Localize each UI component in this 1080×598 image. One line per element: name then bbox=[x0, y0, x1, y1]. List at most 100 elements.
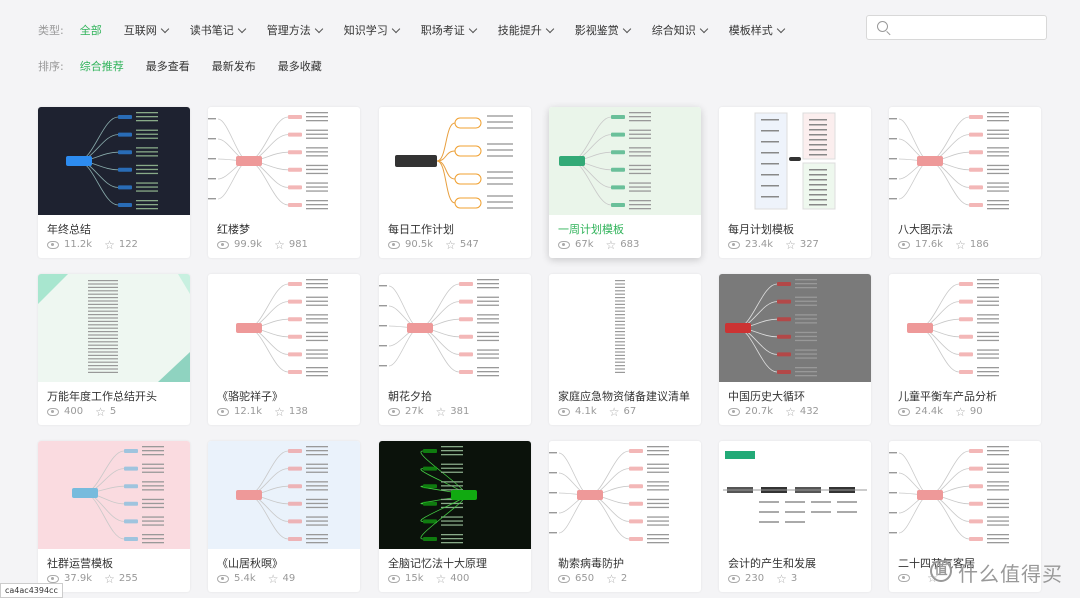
star-icon[interactable]: ☆ bbox=[435, 571, 447, 586]
star-icon[interactable]: ☆ bbox=[435, 404, 447, 419]
star-icon[interactable]: ☆ bbox=[785, 404, 796, 419]
category-management[interactable]: 管理方法 bbox=[267, 22, 323, 38]
template-title[interactable]: 朝花夕拾 bbox=[388, 390, 432, 403]
sort-most-viewed[interactable]: 最多查看 bbox=[145, 60, 190, 73]
star-icon[interactable]: ☆ bbox=[955, 237, 966, 252]
view-count: 15k bbox=[405, 573, 424, 584]
template-title[interactable]: 年终总结 bbox=[47, 223, 91, 236]
category-all[interactable]: 全部 bbox=[79, 24, 102, 37]
star-icon[interactable]: ☆ bbox=[274, 404, 285, 419]
view-count: 17.6k bbox=[915, 239, 944, 250]
template-title[interactable]: 会计的产生和发展 bbox=[728, 557, 816, 570]
template-thumbnail[interactable] bbox=[549, 107, 701, 215]
eye-icon bbox=[388, 574, 400, 583]
template-thumbnail[interactable] bbox=[889, 107, 1041, 215]
template-title[interactable]: 《山居秋暝》 bbox=[217, 557, 283, 570]
template-thumbnail[interactable] bbox=[208, 107, 360, 215]
template-title[interactable]: 每月计划模板 bbox=[728, 223, 794, 236]
template-thumbnail[interactable] bbox=[379, 107, 531, 215]
eye-icon bbox=[728, 574, 740, 583]
category-templates[interactable]: 模板样式 bbox=[729, 22, 785, 38]
template-title[interactable]: 全脑记忆法十大原理 bbox=[388, 557, 487, 570]
template-thumbnail[interactable] bbox=[549, 441, 701, 549]
category-skills[interactable]: 技能提升 bbox=[498, 22, 554, 38]
view-count: 27k bbox=[405, 406, 424, 417]
template-card[interactable]: 八大图示法 17.6k ☆186 bbox=[889, 107, 1041, 258]
category-learning[interactable]: 知识学习 bbox=[344, 22, 400, 38]
template-thumbnail[interactable] bbox=[719, 107, 871, 215]
star-icon[interactable]: ☆ bbox=[785, 237, 796, 252]
template-thumbnail[interactable] bbox=[719, 441, 871, 549]
template-stats: 67k☆683 bbox=[558, 237, 639, 252]
category-career[interactable]: 职场考证 bbox=[421, 22, 477, 38]
eye-icon bbox=[217, 240, 229, 249]
view-count: 400 bbox=[64, 406, 84, 417]
search-box[interactable] bbox=[866, 15, 1047, 40]
template-thumbnail[interactable] bbox=[38, 441, 190, 549]
sort-newest[interactable]: 最新发布 bbox=[211, 60, 256, 73]
template-title[interactable]: 儿童平衡车产品分析 bbox=[898, 390, 997, 403]
star-icon[interactable]: ☆ bbox=[776, 571, 787, 586]
template-thumbnail[interactable] bbox=[379, 441, 531, 549]
search-input[interactable] bbox=[897, 19, 1041, 38]
category-general[interactable]: 综合知识 bbox=[652, 22, 708, 38]
star-icon[interactable]: ☆ bbox=[606, 571, 617, 586]
star-icon[interactable]: ☆ bbox=[95, 404, 106, 419]
eye-icon bbox=[728, 407, 740, 416]
template-thumbnail[interactable] bbox=[719, 274, 871, 382]
category-internet[interactable]: 互联网 bbox=[124, 22, 169, 38]
template-title[interactable]: 八大图示法 bbox=[898, 223, 953, 236]
template-thumbnail[interactable] bbox=[889, 274, 1041, 382]
view-count: 37.9k bbox=[64, 573, 93, 584]
template-title[interactable]: 勒索病毒防护 bbox=[558, 557, 624, 570]
star-icon[interactable]: ☆ bbox=[104, 571, 115, 586]
template-stats: 15k☆400 bbox=[388, 571, 469, 586]
search-icon bbox=[877, 21, 888, 32]
template-title[interactable]: 万能年度工作总结开头 bbox=[47, 390, 157, 403]
star-icon[interactable]: ☆ bbox=[955, 404, 966, 419]
template-title[interactable]: 中国历史大循环 bbox=[728, 390, 805, 403]
template-title[interactable]: 每日工作计划 bbox=[388, 223, 454, 236]
template-thumbnail[interactable] bbox=[38, 107, 190, 215]
sort-recommended[interactable]: 综合推荐 bbox=[79, 60, 124, 73]
category-reading-notes[interactable]: 读书笔记 bbox=[190, 22, 246, 38]
template-card[interactable]: 《山居秋暝》5.4k☆49 bbox=[208, 441, 360, 592]
category-film[interactable]: 影视鉴赏 bbox=[575, 22, 631, 38]
star-count: 138 bbox=[288, 406, 308, 417]
star-icon[interactable]: ☆ bbox=[274, 237, 285, 252]
sort-most-starred[interactable]: 最多收藏 bbox=[277, 60, 322, 73]
template-thumbnail[interactable] bbox=[208, 441, 360, 549]
template-thumbnail[interactable] bbox=[208, 274, 360, 382]
star-icon[interactable]: ☆ bbox=[608, 404, 620, 419]
template-title[interactable]: 红楼梦 bbox=[217, 223, 250, 236]
template-card[interactable]: 《骆驼祥子》12.1k☆138 bbox=[208, 274, 360, 425]
template-card[interactable]: 二十四节气客居☆ bbox=[889, 441, 1041, 592]
template-thumbnail[interactable] bbox=[549, 274, 701, 382]
template-title[interactable]: 一周计划模板 bbox=[558, 223, 624, 236]
star-icon[interactable]: ☆ bbox=[445, 237, 456, 252]
star-icon[interactable]: ☆ bbox=[605, 237, 617, 252]
template-title[interactable]: 《骆驼祥子》 bbox=[217, 390, 283, 403]
template-thumbnail[interactable] bbox=[889, 441, 1041, 549]
star-icon[interactable]: ☆ bbox=[104, 237, 115, 252]
template-thumbnail[interactable] bbox=[38, 274, 190, 382]
template-title[interactable]: 社群运营模板 bbox=[47, 557, 113, 570]
template-thumbnail[interactable] bbox=[379, 274, 531, 382]
star-icon[interactable]: ☆ bbox=[267, 571, 279, 586]
star-count: 186 bbox=[969, 239, 989, 250]
template-title[interactable]: 家庭应急物资储备建议清单 bbox=[558, 390, 690, 403]
